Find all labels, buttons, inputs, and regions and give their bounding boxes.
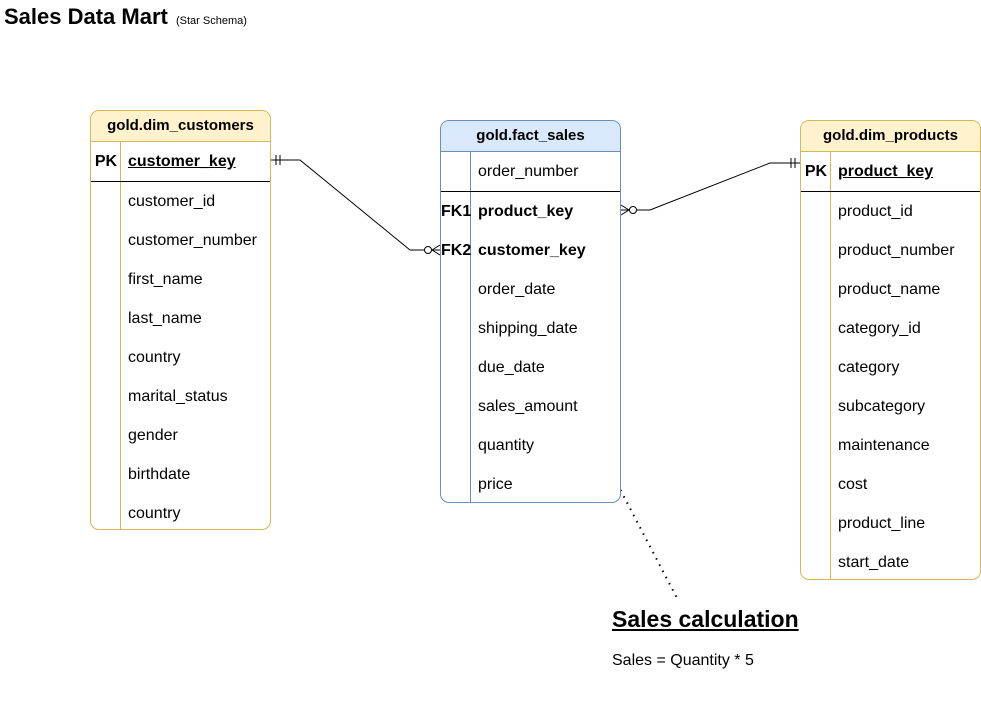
fk-label: FK1 — [441, 203, 472, 220]
column-name: start_date — [838, 554, 910, 571]
table-row: product_name — [801, 270, 980, 309]
table-row: country — [91, 494, 270, 529]
column-name: shipping_date — [478, 320, 578, 337]
column-name: product_number — [838, 242, 955, 259]
table-row: due_date — [441, 348, 620, 387]
key-column-divider — [830, 151, 831, 579]
table-row: product_line — [801, 504, 980, 543]
column-name: birthdate — [128, 466, 191, 483]
column-name: order_date — [478, 281, 556, 298]
column-name: product_line — [838, 515, 926, 532]
note-connector — [587, 427, 679, 601]
table-row: birthdate — [91, 455, 270, 494]
key-column-divider — [120, 141, 121, 529]
column-name: product_key — [478, 203, 574, 220]
table-row: order_date — [441, 270, 620, 309]
column-name: customer_number — [128, 232, 257, 249]
column-name: customer_key — [478, 242, 586, 259]
pk-label: PK — [94, 153, 118, 170]
column-name: cost — [838, 476, 868, 493]
table-row: price — [441, 465, 620, 502]
table-header: gold.dim_customers — [91, 111, 270, 142]
table-dim-customers[interactable]: gold.dim_customers PK customer_key custo… — [90, 110, 271, 530]
column-name: gender — [128, 427, 178, 444]
column-name: category — [838, 359, 900, 376]
fk-label: FK2 — [441, 242, 472, 259]
table-row: category_id — [801, 309, 980, 348]
table-row: FK2 customer_key — [441, 231, 620, 270]
note-title: Sales calculation — [612, 606, 799, 632]
pk-label: PK — [804, 163, 828, 180]
table-row: gender — [91, 416, 270, 455]
customers-fact-relation — [271, 155, 441, 256]
table-row: FK1 product_key — [441, 192, 620, 231]
table-row: start_date — [801, 543, 980, 579]
table-row: subcategory — [801, 387, 980, 426]
table-row: sales_amount — [441, 387, 620, 426]
table-row: last_name — [91, 299, 270, 338]
column-name: product_id — [838, 203, 913, 220]
table-row: cost — [801, 465, 980, 504]
table-row: category — [801, 348, 980, 387]
column-name: due_date — [478, 359, 545, 376]
table-row: customer_id — [91, 182, 270, 221]
column-name: quantity — [478, 437, 535, 454]
table-dim-products[interactable]: gold.dim_products PK product_key product… — [800, 120, 981, 580]
table-row: PK customer_key — [91, 142, 270, 182]
table-row: shipping_date — [441, 309, 620, 348]
table-row: marital_status — [91, 377, 270, 416]
column-name: country — [128, 505, 181, 522]
column-name: product_name — [838, 281, 941, 298]
table-row: quantity — [441, 426, 620, 465]
column-name: subcategory — [838, 398, 926, 415]
title-text: Sales Data Mart — [4, 4, 168, 29]
column-name: order_number — [478, 163, 579, 180]
table-header: gold.dim_products — [801, 121, 980, 152]
table-row: first_name — [91, 260, 270, 299]
column-name: customer_id — [128, 193, 216, 210]
table-row: order_number — [441, 152, 620, 192]
table-fact-sales[interactable]: gold.fact_sales order_number FK1 product… — [440, 120, 621, 503]
column-name: category_id — [838, 320, 921, 337]
table-row: customer_number — [91, 221, 270, 260]
table-row: maintenance — [801, 426, 980, 465]
key-column-divider — [470, 151, 471, 502]
column-name: sales_amount — [478, 398, 578, 415]
column-name: price — [478, 476, 513, 493]
note-text: Sales = Quantity * 5 — [612, 652, 754, 669]
column-name: product_key — [838, 163, 934, 180]
column-name: maintenance — [838, 437, 930, 454]
table-row: country — [91, 338, 270, 377]
column-name: country — [128, 349, 181, 366]
subtitle-text: (Star Schema) — [175, 15, 247, 27]
column-name: customer_key — [128, 153, 236, 170]
table-row: product_id — [801, 192, 980, 231]
table-row: product_number — [801, 231, 980, 270]
column-name: first_name — [128, 271, 203, 288]
fact-products-relation — [620, 158, 800, 216]
column-name: last_name — [128, 310, 202, 327]
diagram-title: Sales Data Mart (Star Schema) — [4, 4, 247, 30]
column-name: marital_status — [128, 388, 228, 405]
table-header: gold.fact_sales — [441, 121, 620, 152]
table-row: PK product_key — [801, 152, 980, 192]
